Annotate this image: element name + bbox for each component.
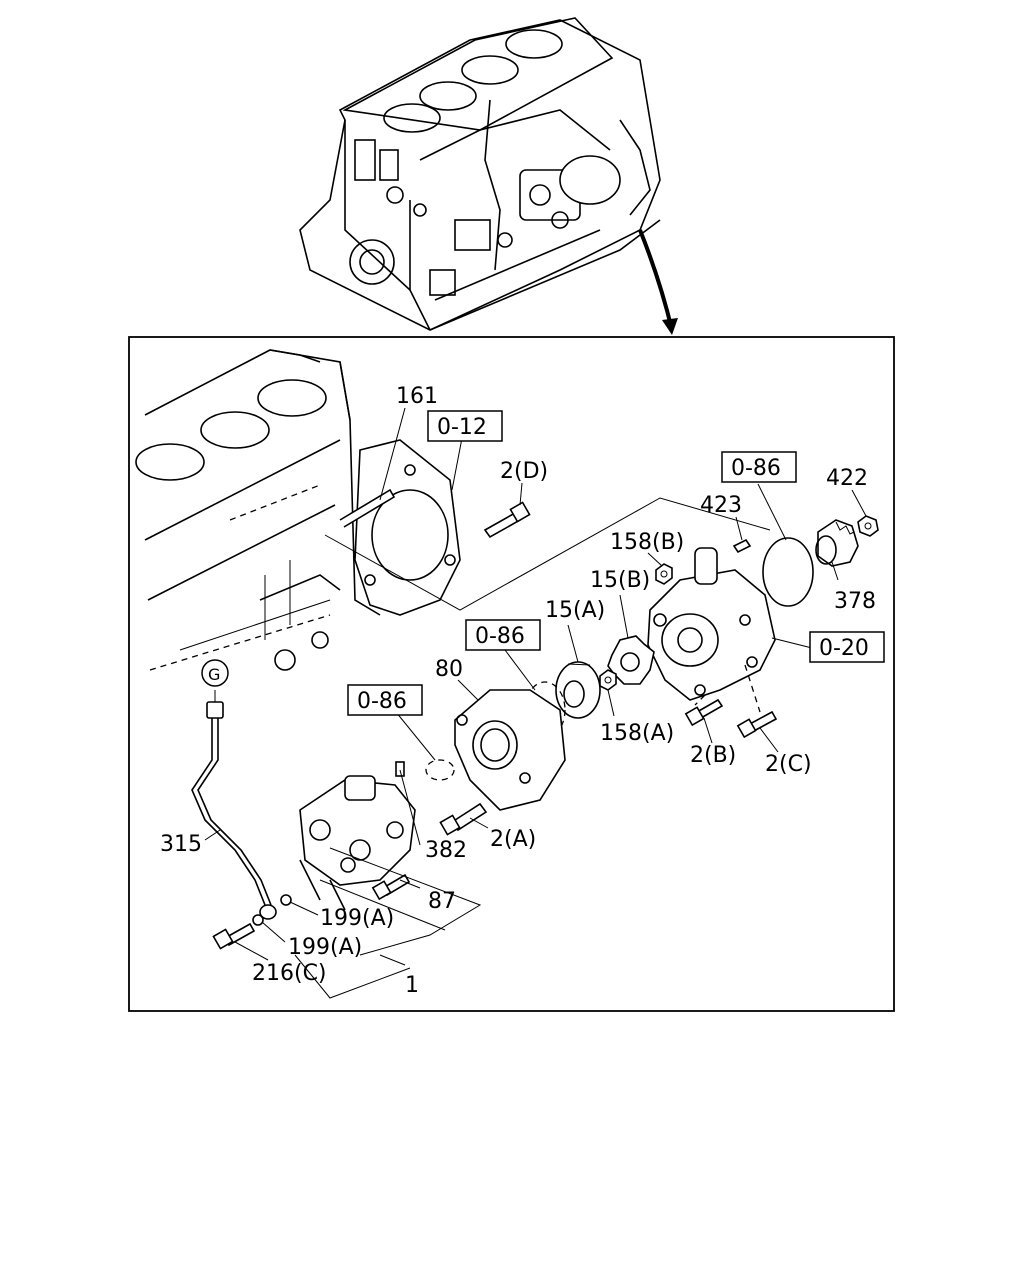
label-199a-1: 199(A) (320, 906, 394, 931)
ref-box-0-86-mid (465, 619, 541, 651)
label-2a: 2(A) (490, 827, 536, 852)
ref-circle-g (201, 659, 229, 687)
label-0-20: 0-20 (819, 636, 869, 661)
bolt-2d (483, 501, 531, 539)
washer-199a-1 (280, 894, 292, 906)
fuel-pipe-315 (191, 701, 277, 920)
engine-block-overview (299, 17, 678, 335)
drive-gear-378 (815, 519, 859, 567)
bolt-2a (439, 802, 488, 836)
label-2d: 2(D) (500, 459, 548, 484)
label-199a-2: 199(A) (288, 935, 362, 960)
label-0-86-mid: 0-86 (475, 624, 525, 649)
ref-box-0-86-top (721, 451, 797, 483)
label-0-86-top: 0-86 (731, 456, 781, 481)
nut-422 (857, 515, 879, 537)
label-15a: 15(A) (545, 598, 605, 623)
label-2b: 2(B) (690, 743, 736, 768)
o-ring-left (425, 759, 455, 781)
bolt-87 (371, 873, 411, 901)
ref-box-0-12 (427, 410, 503, 442)
detail-frame (128, 336, 895, 1012)
nut-158a (599, 669, 617, 691)
label-378: 378 (834, 589, 876, 614)
label-0-86-left: 0-86 (357, 689, 407, 714)
label-422: 422 (826, 466, 868, 491)
label-2c: 2(C) (765, 752, 812, 777)
label-0-12: 0-12 (437, 415, 487, 440)
label-423: 423 (700, 493, 742, 518)
nut-158b (655, 563, 673, 585)
o-ring-top (762, 537, 814, 607)
washer-199a-2 (252, 914, 264, 926)
label-80: 80 (435, 657, 463, 682)
label-g: G (208, 665, 220, 684)
label-161: 161 (396, 384, 438, 409)
label-1: 1 (405, 973, 419, 998)
label-158a: 158(A) (600, 721, 674, 746)
ref-box-0-20 (809, 631, 885, 663)
pump-bracket-80 (454, 689, 566, 811)
label-382: 382 (425, 838, 467, 863)
label-158b: 158(B) (610, 530, 684, 555)
key-423 (732, 538, 752, 554)
bolt-2c (736, 710, 778, 739)
leader-lines (204, 407, 867, 999)
ref-box-0-86-left (347, 684, 423, 716)
label-315: 315 (160, 832, 202, 857)
coupling-15b (607, 635, 655, 685)
label-15b: 15(B) (590, 568, 650, 593)
bolt-2b (684, 698, 724, 727)
label-87: 87 (428, 889, 456, 914)
vacuum-pump-housing (647, 547, 776, 713)
bolt-216c (212, 922, 256, 950)
label-216c: 216(C) (252, 961, 327, 986)
coupling-15a (555, 661, 601, 719)
injection-pump-assembly (299, 761, 416, 911)
